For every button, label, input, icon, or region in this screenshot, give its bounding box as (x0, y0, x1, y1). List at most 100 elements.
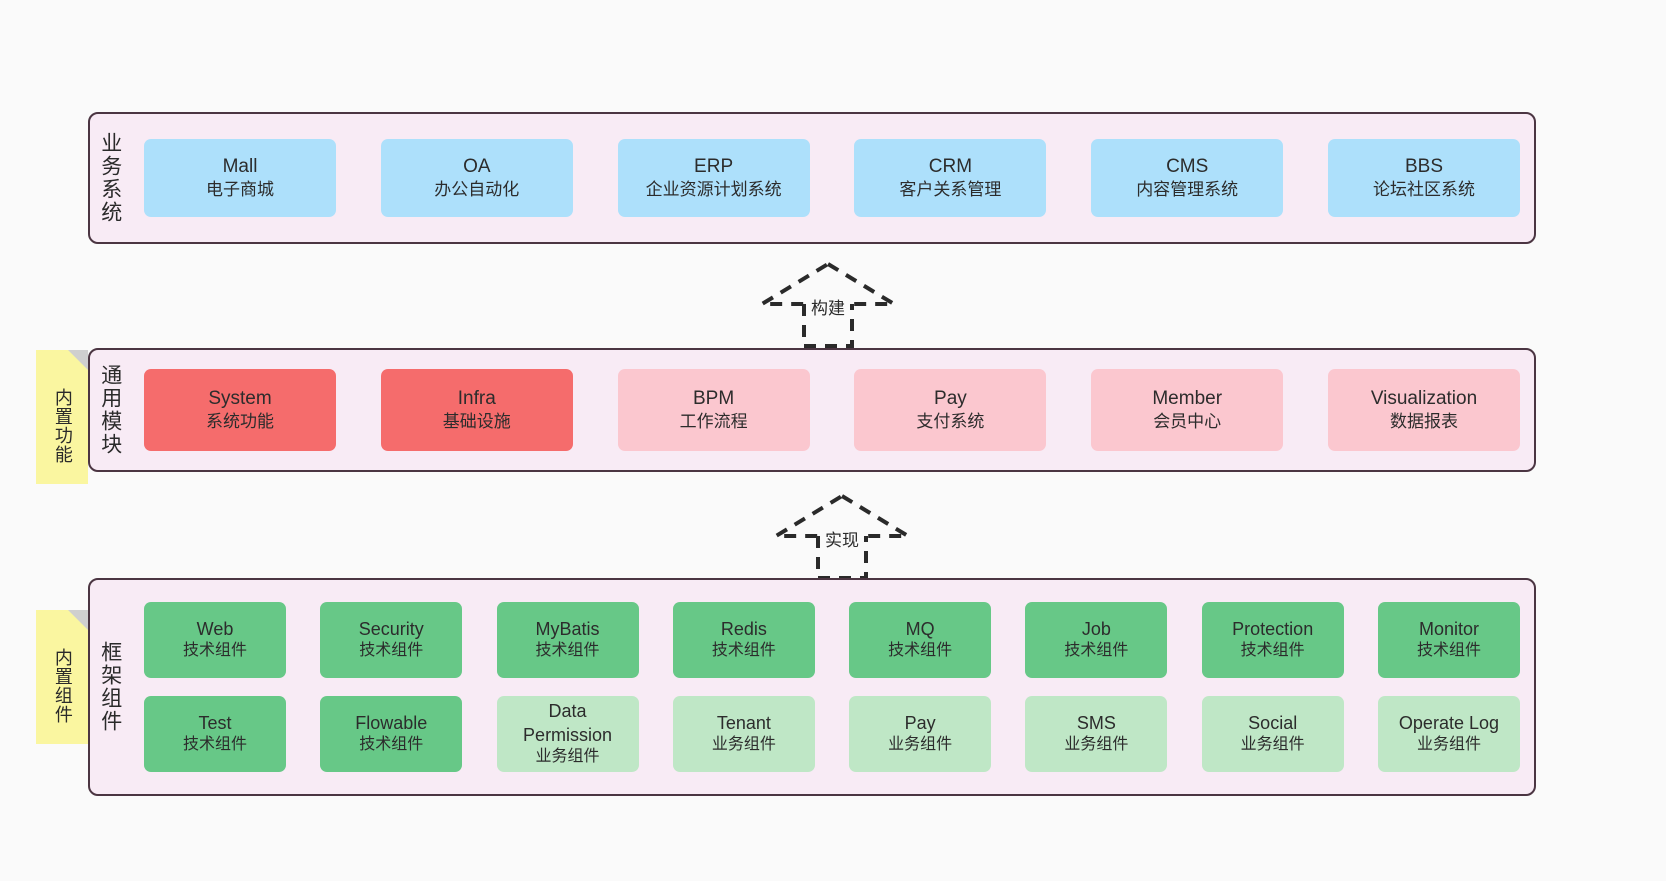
card-subtitle: 业务组件 (888, 736, 953, 754)
card-pay-component[interactable]: Pay 业务组件 (849, 696, 992, 772)
card-subtitle: 系统功能 (206, 412, 274, 432)
card-title: Protection (1232, 618, 1314, 639)
layer-body-business-systems: Mall 电子商城 OA 办公自动化 ERP 企业资源计划系统 CRM 客户关系… (130, 114, 1534, 242)
card-subtitle: 支付系统 (916, 412, 985, 432)
card-system[interactable]: System 系统功能 (144, 369, 336, 451)
card-subtitle: 内容管理系统 (1136, 180, 1239, 200)
card-member[interactable]: Member 会员中心 (1091, 369, 1284, 451)
layer-label-framework-components: 框架组件 (98, 641, 122, 733)
card-pay-module[interactable]: Pay 支付系统 (854, 369, 1047, 451)
note-builtin-components: 内置组件 (36, 610, 88, 744)
connector-implement: 实现 (768, 490, 916, 580)
card-cms[interactable]: CMS 内容管理系统 (1091, 139, 1284, 217)
card-title: Member (1152, 387, 1223, 409)
card-subtitle: 技术组件 (359, 736, 424, 754)
card-subtitle: 业务组件 (1064, 736, 1129, 754)
card-subtitle: 办公自动化 (434, 180, 520, 200)
card-security[interactable]: Security 技术组件 (320, 602, 463, 678)
card-title: Security (358, 618, 424, 639)
card-subtitle: 技术组件 (711, 642, 776, 660)
card-title: Web (196, 618, 234, 639)
card-data-permission[interactable]: Data Permission 业务组件 (496, 696, 639, 772)
note-builtin-functions: 内置功能 (36, 350, 88, 484)
card-tenant[interactable]: Tenant 业务组件 (672, 696, 815, 772)
card-title: Job (1081, 618, 1111, 639)
general-modules-row: System 系统功能 Infra 基础设施 BPM 工作流程 Pay 支付系统… (144, 369, 1520, 451)
card-title: System (208, 387, 272, 409)
card-sms[interactable]: SMS 业务组件 (1025, 696, 1168, 772)
card-subtitle: 业务组件 (711, 736, 776, 754)
card-title: Operate Log (1398, 712, 1499, 733)
layer-body-general-modules: System 系统功能 Infra 基础设施 BPM 工作流程 Pay 支付系统… (130, 350, 1534, 470)
connector-build: 构建 (754, 258, 902, 348)
card-subtitle: 技术组件 (359, 642, 424, 660)
framework-tech-row: Web 技术组件 Security 技术组件 MyBatis 技术组件 Redi… (144, 602, 1520, 678)
generalization-arrow-icon (754, 261, 902, 348)
card-title: SMS (1076, 712, 1116, 733)
card-title: MQ (905, 618, 935, 639)
card-title: Redis (720, 618, 767, 639)
card-subtitle: 电子商城 (206, 180, 274, 200)
card-subtitle: 技术组件 (1064, 642, 1129, 660)
layer-label-business-systems: 业务系统 (98, 132, 122, 224)
card-operate-log[interactable]: Operate Log 业务组件 (1377, 696, 1520, 772)
card-title: BPM (693, 387, 735, 409)
card-subtitle: 论坛社区系统 (1372, 180, 1475, 200)
card-mq[interactable]: MQ 技术组件 (849, 602, 992, 678)
card-title: Test (198, 712, 232, 733)
layer-business-systems: 业务系统 Mall 电子商城 OA 办公自动化 ERP 企业资源计划系统 CRM (88, 112, 1536, 244)
business-systems-row: Mall 电子商城 OA 办公自动化 ERP 企业资源计划系统 CRM 客户关系… (144, 139, 1520, 217)
connector-implement-label: 实现 (823, 526, 861, 551)
card-subtitle: 技术组件 (182, 736, 247, 754)
card-title: Visualization (1370, 387, 1478, 409)
card-title: Data Permission (523, 701, 613, 745)
card-subtitle: 基础设施 (442, 412, 511, 432)
card-title: Monitor (1418, 618, 1479, 639)
card-subtitle: 工作流程 (679, 412, 748, 432)
card-subtitle: 企业资源计划系统 (645, 180, 782, 200)
card-bbs[interactable]: BBS 论坛社区系统 (1327, 139, 1520, 217)
card-monitor[interactable]: Monitor 技术组件 (1377, 602, 1520, 678)
card-title: Flowable (355, 712, 428, 733)
card-redis[interactable]: Redis 技术组件 (672, 602, 815, 678)
note-text: 内置组件 (52, 648, 73, 724)
connector-build-label: 构建 (809, 294, 847, 319)
card-subtitle: 技术组件 (535, 642, 600, 660)
card-title: Tenant (716, 712, 771, 733)
card-protection[interactable]: Protection 技术组件 (1201, 602, 1344, 678)
card-subtitle: 技术组件 (182, 642, 247, 660)
card-subtitle: 技术组件 (1416, 642, 1481, 660)
layer-general-modules: 通用模块 System 系统功能 Infra 基础设施 BPM 工作流程 Pay (88, 348, 1536, 472)
card-test[interactable]: Test 技术组件 (144, 696, 286, 772)
card-mall[interactable]: Mall 电子商城 (144, 139, 336, 217)
card-subtitle: 业务组件 (535, 747, 600, 765)
card-subtitle: 会员中心 (1153, 412, 1222, 432)
card-visualization[interactable]: Visualization 数据报表 (1327, 369, 1520, 451)
card-subtitle: 客户关系管理 (899, 180, 1002, 200)
card-title: Social (1248, 712, 1298, 733)
card-title: MyBatis (535, 618, 600, 639)
card-title: ERP (694, 155, 734, 177)
card-title: OA (463, 155, 491, 177)
card-erp[interactable]: ERP 企业资源计划系统 (617, 139, 810, 217)
card-subtitle: 业务组件 (1416, 736, 1481, 754)
card-social[interactable]: Social 业务组件 (1201, 696, 1344, 772)
layer-body-framework-components: Web 技术组件 Security 技术组件 MyBatis 技术组件 Redi… (130, 580, 1534, 794)
card-subtitle: 技术组件 (888, 642, 953, 660)
card-subtitle: 数据报表 (1389, 412, 1458, 432)
card-web[interactable]: Web 技术组件 (144, 602, 286, 678)
card-subtitle: 技术组件 (1240, 642, 1305, 660)
card-crm[interactable]: CRM 客户关系管理 (854, 139, 1047, 217)
card-infra[interactable]: Infra 基础设施 (380, 369, 573, 451)
card-title: Infra (457, 387, 496, 409)
card-oa[interactable]: OA 办公自动化 (380, 139, 573, 217)
card-title: Pay (934, 387, 967, 409)
card-job[interactable]: Job 技术组件 (1025, 602, 1168, 678)
layer-label-general-modules: 通用模块 (98, 364, 122, 456)
framework-business-row: Test 技术组件 Flowable 技术组件 Data Permission … (144, 696, 1520, 772)
card-mybatis[interactable]: MyBatis 技术组件 (496, 602, 639, 678)
card-flowable[interactable]: Flowable 技术组件 (320, 696, 463, 772)
card-bpm[interactable]: BPM 工作流程 (617, 369, 810, 451)
note-fold-corner-icon (68, 610, 88, 630)
